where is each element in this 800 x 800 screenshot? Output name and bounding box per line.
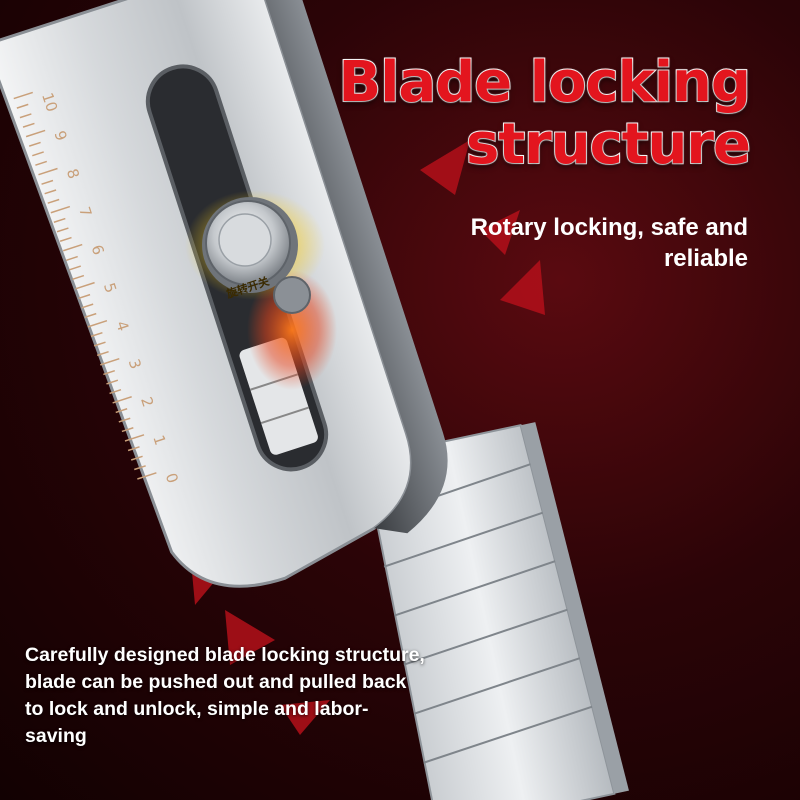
headline-line-2: structure [465,112,752,177]
snap-off-blade [362,422,629,800]
knob-glow-orange [247,270,337,390]
ruler-mark-10: 10 [38,90,61,114]
description-text: Carefully designed blade locking structu… [25,644,425,747]
headline: Blade locking structure [338,50,752,177]
subheadline: Rotary locking, safe and reliable [470,214,748,272]
rotary-lock-knob: 旋转开关 [202,197,311,314]
headline-line-1: Blade locking [338,50,752,115]
ruler-ticks [13,91,157,480]
